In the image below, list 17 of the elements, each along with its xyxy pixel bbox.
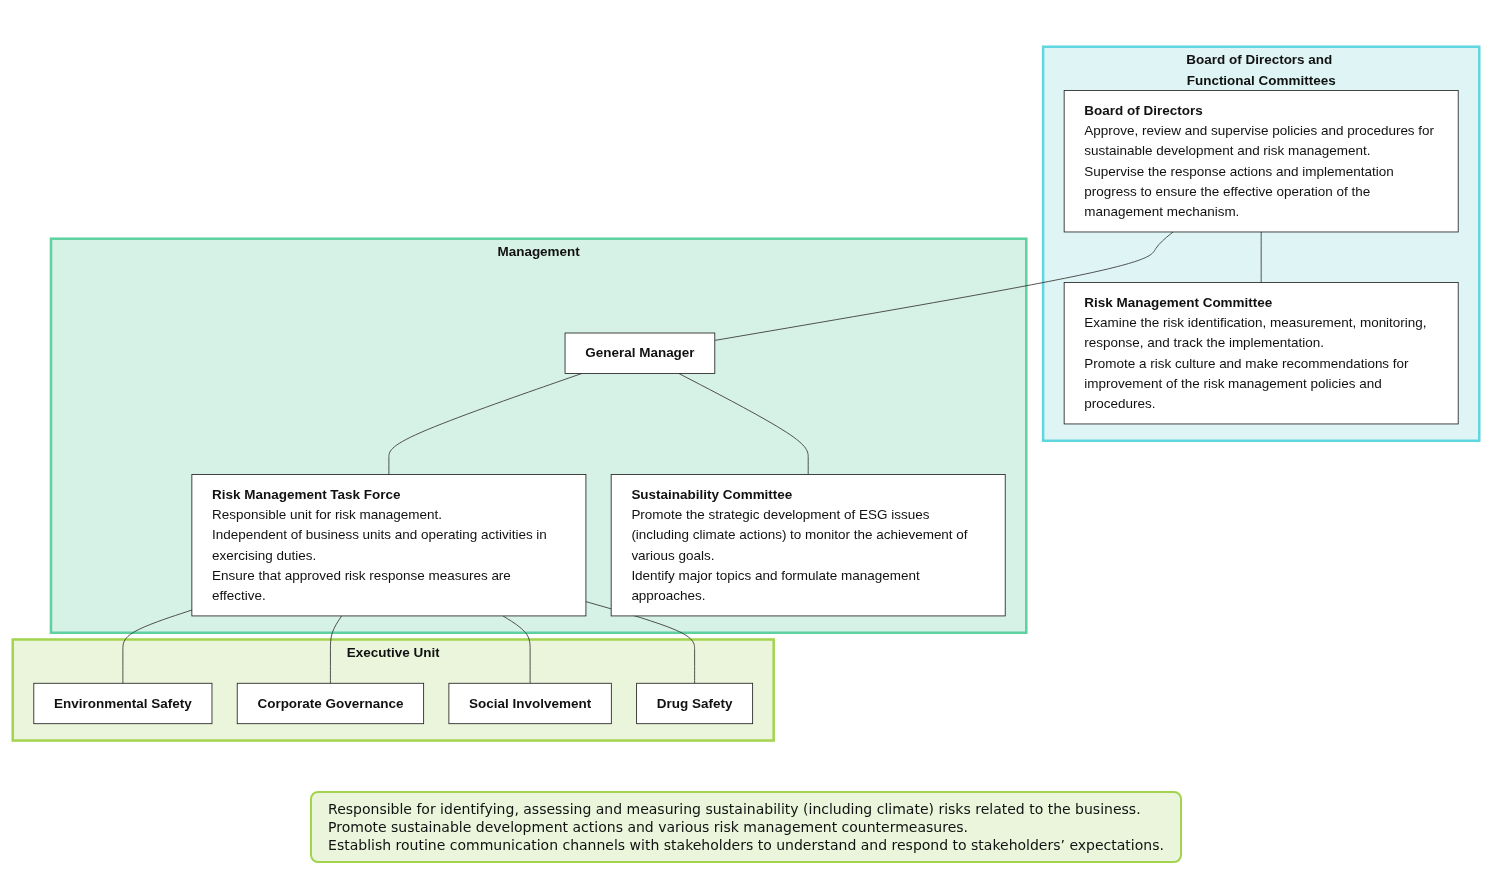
node-box: Sustainability Committee Promote the strategic development of ESG issues (including climate actions) to monitor the achievement of various goals. Identify major topics and formulate management approaches.: [610, 473, 1006, 617]
node-box: Environmental Safety: [33, 682, 213, 724]
connector: [678, 372, 809, 475]
node-box: Board of Directors Approve, review and supervise policies and procedures for sustainable development and risk management. Supervise the response actions and implementation progress to ensure the effective operation of the management mechanism.: [1063, 89, 1459, 233]
node-box: Social Involvement: [448, 682, 612, 724]
connector: [330, 615, 343, 684]
connector: [122, 609, 193, 684]
note-text: Responsible for identifying, assessing and measuring sustainability (including climate) risks related to the business.: [328, 801, 1142, 817]
connector: [1260, 231, 1262, 283]
node-box: Risk Management Committee Examine the risk identification, measurement, monitoring, response, and track the implementation. Promote a risk culture and make recommendations for improvement of the risk management policies and procedures.: [1063, 281, 1459, 425]
node-box: General Manager: [564, 332, 716, 374]
node-box: Corporate Governance: [236, 682, 425, 724]
note-text: Promote sustainable development actions and various risk management countermeasures.: [328, 819, 969, 835]
note-text: Establish routine communication channels with stakeholders to understand and respond to stakeholders’ expectations.: [328, 837, 1164, 853]
node-box: Risk Management Task Force Responsible unit for risk management. Independent of business units and operating activities in exercising duties. Ensure that approved risk response measures are effective.: [191, 473, 587, 617]
connector: [714, 231, 1174, 341]
node-box: Drug Safety: [636, 682, 754, 724]
